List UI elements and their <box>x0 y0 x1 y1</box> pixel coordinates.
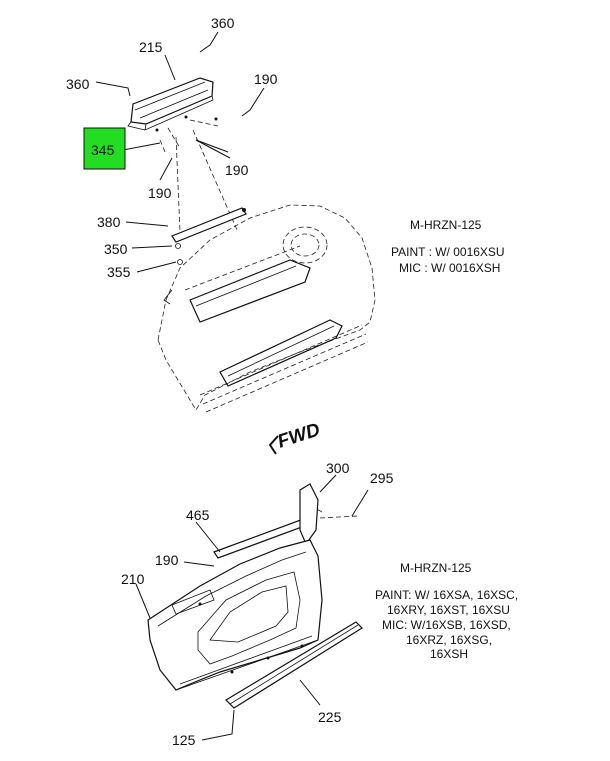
upper-note: M-HRZN-125 PAINT : W/ 0016XSU MIC : W/ 0… <box>391 218 505 275</box>
sill-strip-225 <box>225 621 363 709</box>
callout-355: 355 <box>107 264 131 280</box>
callout-465: 465 <box>186 507 210 523</box>
callout-345: 345 <box>91 142 115 158</box>
upper-note-line3: MIC : W/ 0016XSH <box>399 261 500 275</box>
upper-note-line1: M-HRZN-125 <box>410 218 482 232</box>
door-panel-lower-210 <box>147 539 323 691</box>
callout-125: 125 <box>172 732 196 748</box>
trim-strip-215 <box>127 77 214 131</box>
callout-380: 380 <box>97 214 121 230</box>
door-panel-upper <box>157 204 376 413</box>
callout-345-highlight <box>83 127 126 170</box>
fwd-label: FWD <box>275 419 323 452</box>
lower-note-line3: 16XRY, 16XST, 16XSU <box>387 603 510 617</box>
lower-note-line6: 16XSH <box>430 647 468 661</box>
lower-note-line1: M-HRZN-125 <box>400 561 472 575</box>
callout-190-bottom: 190 <box>148 185 172 201</box>
lower-note-line2: PAINT: W/ 16XSA, 16XSC, <box>375 588 518 602</box>
callout-350: 350 <box>104 241 128 257</box>
callout-190-right: 190 <box>254 71 278 87</box>
callout-295: 295 <box>370 470 394 486</box>
lower-note: M-HRZN-125 PAINT: W/ 16XSA, 16XSC, 16XRY… <box>375 561 518 661</box>
screw-group-190 <box>155 115 218 132</box>
fwd-indicator: FWD <box>268 419 323 455</box>
upper-note-line2: PAINT : W/ 0016XSU <box>391 245 505 259</box>
callout-360-top: 360 <box>211 15 235 31</box>
callout-190-lower: 190 <box>155 552 179 568</box>
callout-300: 300 <box>326 460 350 476</box>
lower-note-line4: MIC: W/16XSB, 16XSD, <box>382 618 511 632</box>
callout-215: 215 <box>139 39 163 55</box>
callout-360-left: 360 <box>66 76 90 92</box>
callout-210: 210 <box>121 571 145 587</box>
lower-note-line5: 16XRZ, 16XSG, <box>406 633 492 647</box>
callout-190-mid: 190 <box>225 162 249 178</box>
window-trim-300 <box>299 483 319 546</box>
callout-225: 225 <box>318 709 342 725</box>
